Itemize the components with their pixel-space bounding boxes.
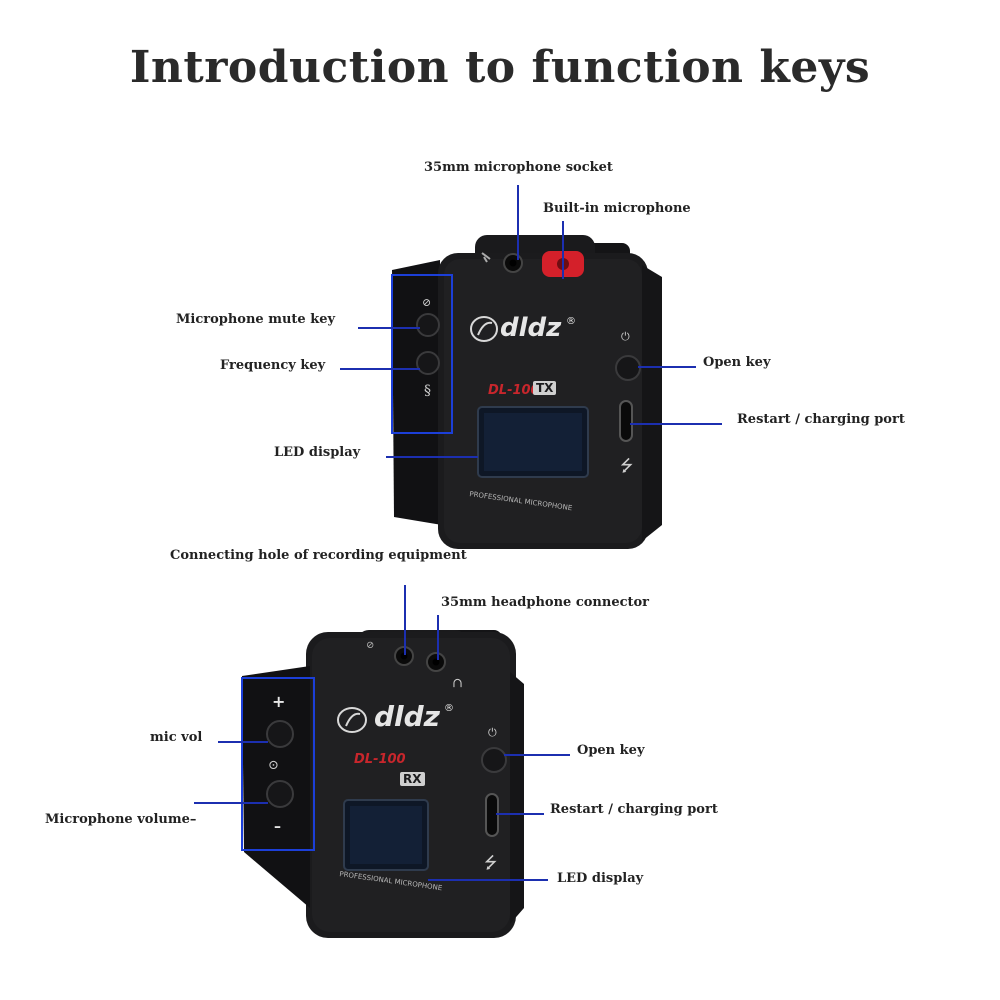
label-builtin-mic: Built-in microphone xyxy=(543,201,691,216)
rx-open-key-button[interactable] xyxy=(482,748,506,772)
tx-charging-port[interactable] xyxy=(620,401,632,441)
label-tx-restart-port: Restart / charging port xyxy=(737,412,905,427)
rx-registered-mark: ® xyxy=(444,703,454,714)
label-rx-led-display: LED display xyxy=(557,871,644,886)
label-mute-key: Microphone mute key xyxy=(176,312,336,327)
line-tx-led-display xyxy=(386,456,478,458)
rx-logo-text: dldz xyxy=(374,700,440,733)
tx-led-display xyxy=(478,407,588,477)
line-mic-volume-minus xyxy=(194,802,268,804)
label-mic-vol: mic vol xyxy=(150,730,203,745)
page-title: Introduction to function keys xyxy=(129,42,871,93)
label-rx-restart-port: Restart / charging port xyxy=(550,802,718,817)
label-recording-hole: Connecting hole of recording equipment xyxy=(170,548,467,563)
rx-mic-jack-icon: ⊘ xyxy=(366,640,375,651)
line-mute-key xyxy=(358,327,420,329)
line-headphone-connector xyxy=(437,615,439,660)
line-tx-open-key xyxy=(638,366,696,368)
rx-headphone-connector[interactable] xyxy=(427,653,445,671)
tx-mic-socket[interactable] xyxy=(504,254,522,272)
label-tx-led-display: LED display xyxy=(274,445,361,460)
rx-model-suffix: RX xyxy=(400,772,425,786)
label-mic-socket: 35mm microphone socket xyxy=(424,160,613,175)
rx-usb-icon: ⭍ xyxy=(484,853,498,872)
mic-icon: ⊙ xyxy=(268,758,279,773)
label-headphone-connector: 35mm headphone connector xyxy=(441,595,650,610)
label-tx-open-key: Open key xyxy=(703,355,771,370)
power-icon: ⏻ xyxy=(621,330,630,343)
line-frequency-key xyxy=(340,368,420,370)
rx-led-display xyxy=(344,800,428,870)
tx-model-name: DL-100 xyxy=(488,383,540,398)
tx-registered-mark: ® xyxy=(566,316,576,327)
line-tx-restart-port xyxy=(630,423,722,425)
volume-minus-label: – xyxy=(274,819,281,835)
transmitter-device xyxy=(380,225,670,555)
mic-mute-icon: ⊘ xyxy=(422,296,432,309)
label-mic-volume-minus: Microphone volume– xyxy=(45,812,197,827)
rx-power-icon: ⏻ xyxy=(488,726,497,739)
line-rx-open-key xyxy=(504,754,570,756)
line-rx-led-display xyxy=(428,879,548,881)
line-mic-vol xyxy=(218,741,268,743)
label-rx-open-key: Open key xyxy=(577,743,645,758)
rx-side-keys-highlight xyxy=(241,677,315,851)
line-mic-socket xyxy=(517,185,519,260)
tx-side-keys-highlight xyxy=(391,274,453,434)
tx-open-key-button[interactable] xyxy=(616,356,640,380)
usb-icon: ⭍ xyxy=(620,456,634,475)
tx-logo-text: dldz xyxy=(500,313,562,343)
rx-model-name: DL-100 xyxy=(354,752,406,767)
tx-model-suffix: TX xyxy=(533,381,557,395)
label-frequency-key: Frequency key xyxy=(220,358,326,373)
rx-charging-port[interactable] xyxy=(486,794,498,836)
line-builtin-mic xyxy=(562,221,564,279)
line-recording-hole xyxy=(404,585,406,655)
line-rx-restart-port xyxy=(496,813,544,815)
frequency-icon: § xyxy=(424,383,431,399)
volume-plus-label: + xyxy=(272,692,286,711)
headphone-icon: ∩ xyxy=(452,676,463,691)
